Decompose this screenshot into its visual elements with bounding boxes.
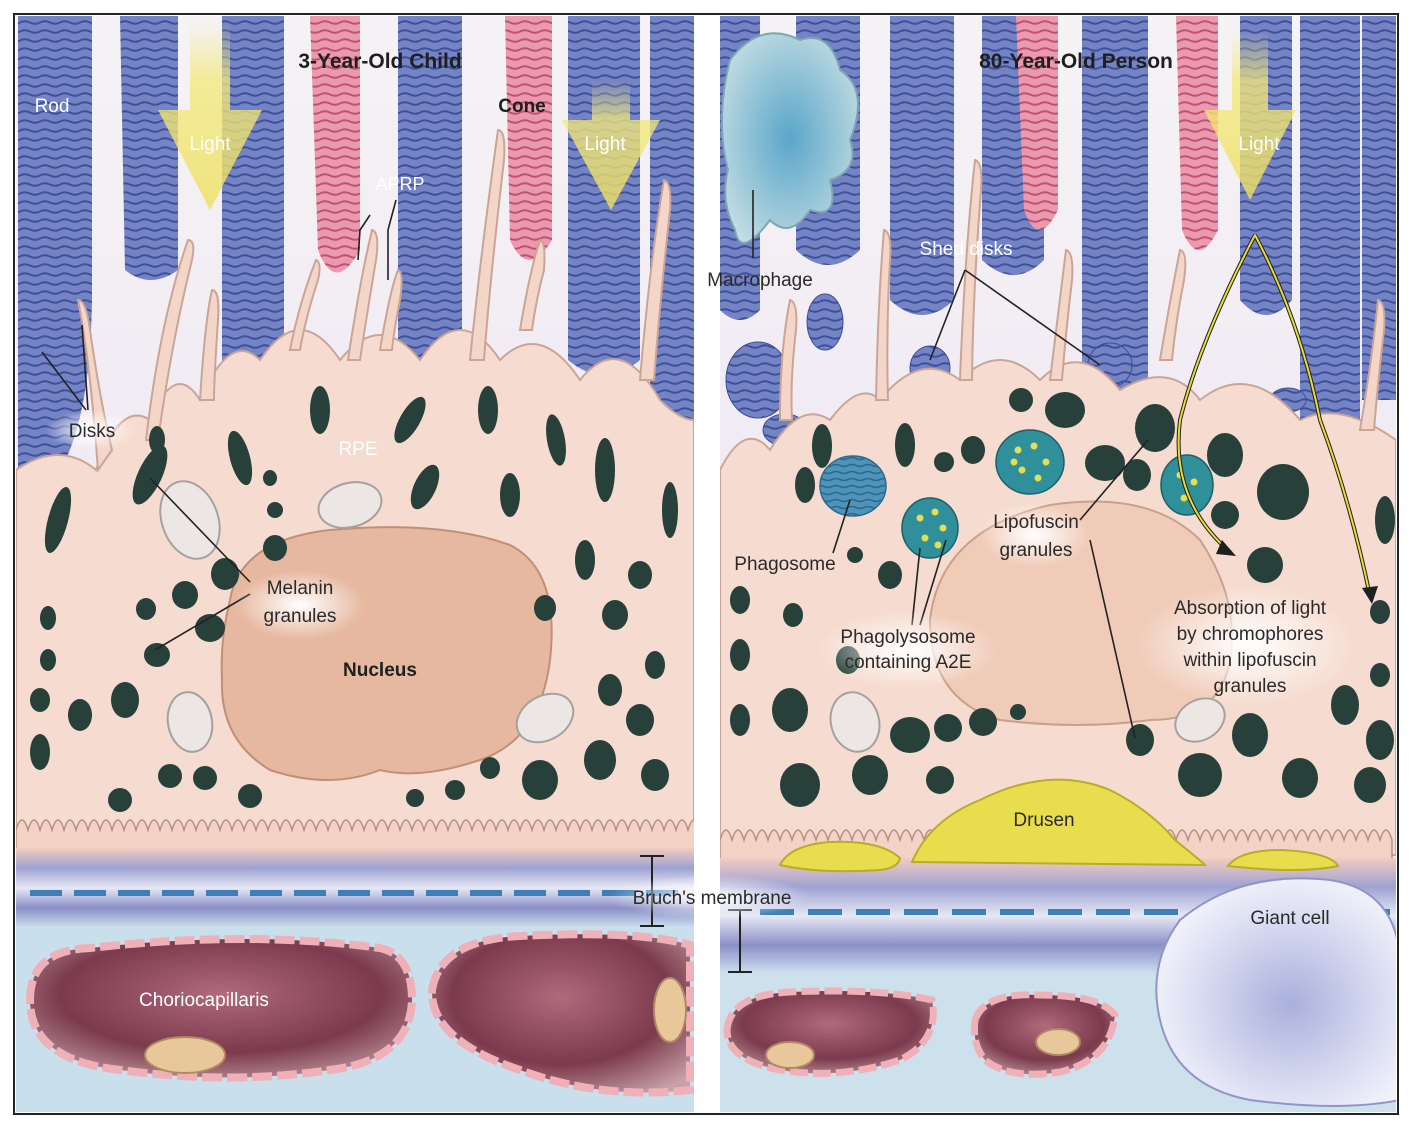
label-melanin-1: Melanin [267, 578, 334, 599]
choriocapillaris-vessels [25, 930, 694, 1097]
label-bruchs-membrane: Bruch's membrane [633, 888, 792, 909]
label-cone: Cone [498, 96, 546, 117]
label-light-1: Light [189, 134, 231, 155]
phagolysosomes-a2e [901, 429, 1214, 559]
label-nucleus: Nucleus [343, 660, 417, 681]
photoreceptor-rods [18, 16, 694, 470]
label-absorption-4: granules [1214, 676, 1287, 697]
choriocapillaris-vessels-aged [723, 987, 1119, 1078]
label-macrophage: Macrophage [707, 270, 813, 291]
label-shed-disks: Shed disks [920, 239, 1013, 260]
label-choriocapillaris: Choriocapillaris [139, 990, 269, 1011]
panel-divider [694, 16, 720, 1112]
label-melanin-2: granules [264, 606, 337, 627]
label-absorption-2: by chromophores [1177, 624, 1324, 645]
label-light-3: Light [1238, 134, 1280, 155]
label-lipofuscin-2: granules [1000, 540, 1073, 561]
left-panel-child [16, 16, 694, 1112]
drusen-deposits [778, 778, 1340, 873]
giant-cell [1155, 877, 1396, 1107]
bruchs-membrane [16, 848, 694, 928]
label-drusen: Drusen [1013, 810, 1074, 831]
label-aprp: APRP [375, 174, 424, 194]
apical-processes-aged [778, 158, 1386, 431]
label-absorption-3: within lipofuscin [1182, 650, 1316, 671]
mitochondria-aged [829, 691, 1226, 753]
light-arrow [158, 22, 660, 210]
label-absorption-1: Absorption of light [1174, 598, 1327, 619]
lipofuscin-granules [730, 388, 1395, 807]
label-rpe: RPE [338, 439, 377, 460]
panel-title-child: 3-Year-Old Child [298, 50, 461, 73]
label-lipofuscin-1: Lipofuscin [993, 512, 1079, 533]
label-phagolysosome-1: Phagolysosome [840, 627, 975, 648]
label-giant-cell: Giant cell [1250, 908, 1329, 929]
photoreceptor-cones-aged [1016, 16, 1218, 250]
macrophage-cell [720, 32, 859, 244]
apical-processes [76, 128, 672, 473]
panel-title-elderly: 80-Year-Old Person [979, 50, 1173, 73]
label-light-2: Light [584, 134, 626, 155]
nucleus [220, 526, 553, 781]
right-panel-elderly [720, 16, 1396, 1112]
leader-lines-aged [752, 190, 1149, 739]
leader-lines [41, 199, 397, 651]
label-phagolysosome-2: containing A2E [845, 652, 972, 673]
photoreceptor-cones [310, 16, 552, 273]
melanin-granules [30, 386, 678, 812]
light-arrow-aged [1204, 30, 1296, 200]
phagosome [819, 455, 887, 517]
basal-infoldings [16, 819, 694, 851]
label-phagosome: Phagosome [734, 554, 835, 575]
label-rod: Rod [35, 96, 70, 117]
label-disks: Disks [69, 421, 115, 442]
